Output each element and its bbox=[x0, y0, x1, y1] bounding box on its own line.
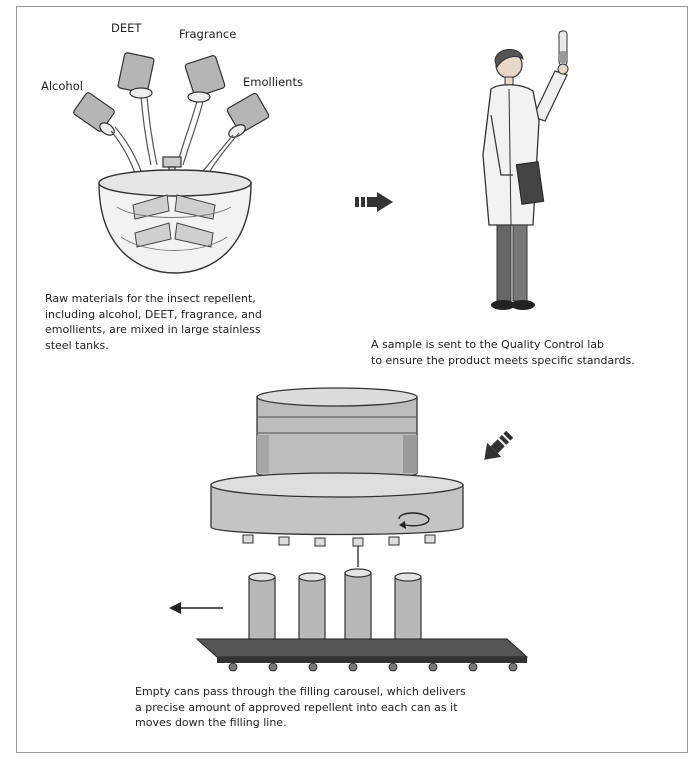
step3-caption: Empty cans pass through the filling caro… bbox=[135, 684, 555, 731]
step2-caption: A sample is sent to the Quality Control … bbox=[371, 337, 681, 368]
filling-carousel-illustration bbox=[167, 377, 527, 677]
process-arrow-right-icon bbox=[355, 191, 395, 213]
carousel-drum bbox=[257, 388, 417, 479]
mixing-tank-illustration bbox=[17, 7, 317, 287]
conveyor-belt bbox=[197, 639, 527, 671]
alcohol-container bbox=[73, 92, 117, 138]
fragrance-container bbox=[185, 55, 226, 102]
step1-caption: Raw materials for the insect repellent, … bbox=[45, 291, 315, 353]
filling-nozzles bbox=[243, 535, 435, 546]
rotation-arrow-icon bbox=[395, 507, 435, 531]
direction-arrow-left-icon bbox=[169, 601, 225, 615]
deet-container bbox=[118, 52, 155, 98]
diagram-frame: Alcohol DEET Fragrance Emollients bbox=[16, 6, 688, 753]
emollients-container bbox=[226, 92, 269, 139]
test-tube bbox=[559, 31, 567, 65]
mixing-bowl bbox=[99, 170, 251, 273]
lab-technician-illustration bbox=[447, 25, 587, 325]
